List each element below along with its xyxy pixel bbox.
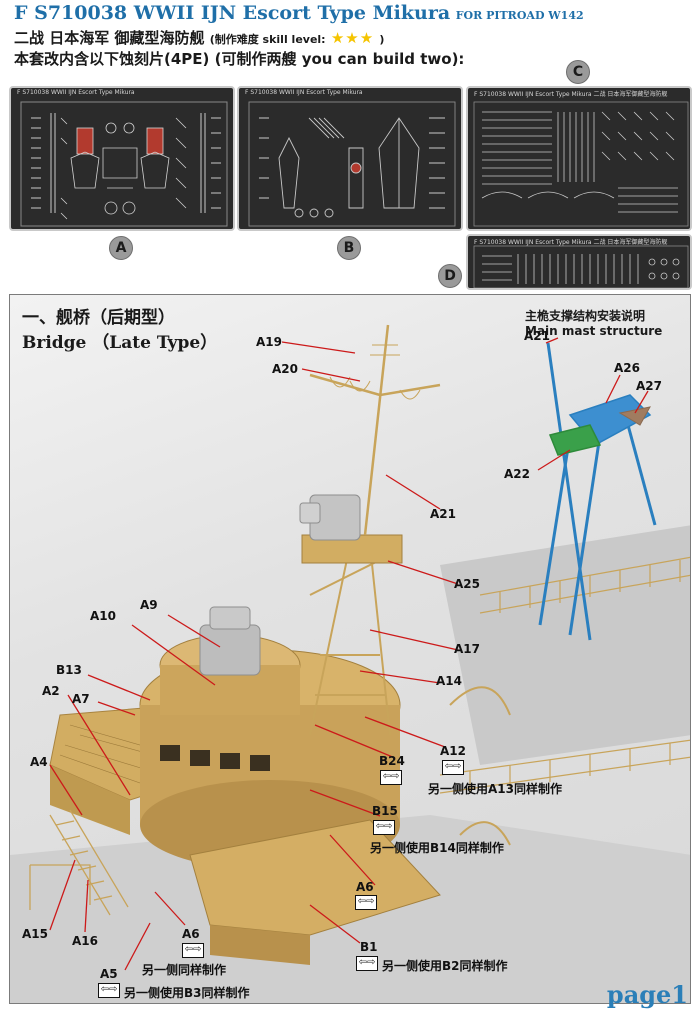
callout-a15: A15	[22, 927, 48, 941]
sheet-c-badge: C	[566, 60, 590, 84]
flip-arrow-icon: ⇦⇨	[373, 820, 395, 835]
callout-a12: A12	[440, 744, 466, 758]
sheet-a-caption: F S710038 WWII IJN Escort Type Mikura	[17, 89, 135, 96]
note-a5: 另一侧使用B3同样制作	[124, 986, 250, 1000]
callout-a5: A5	[100, 967, 118, 981]
flip-arrow-icon: ⇦⇨	[442, 760, 464, 775]
flip-arrow-icon: ⇦⇨	[356, 956, 378, 971]
flip-arrow-icon: ⇦⇨	[182, 943, 204, 958]
difficulty-label: (制作难度 skill level:	[209, 33, 326, 46]
callout-b15: B15	[372, 804, 398, 818]
sheet-b-parts	[248, 101, 456, 227]
pe-sheet-c: F S710038 WWII IJN Escort Type Mikura 二战…	[466, 86, 692, 231]
section-title-cn: 一、舰桥（后期型）	[22, 308, 175, 328]
callout-a19: A19	[256, 335, 282, 349]
callout-b1: B1	[360, 940, 378, 954]
note-a6: 另一侧同样制作	[142, 963, 227, 977]
callout-a20: A20	[272, 362, 298, 376]
callout-a6-right: A6	[356, 880, 374, 894]
section-title-en: Bridge （Late Type）	[22, 333, 218, 353]
bridge-photo-illustration	[10, 324, 690, 1003]
difficulty-stars: ★★★	[330, 29, 375, 47]
pe-sheet-b: F S710038 WWII IJN Escort Type Mikura	[237, 86, 463, 231]
callout-a4: A4	[30, 755, 48, 769]
page-number: page1	[606, 980, 688, 1009]
difficulty-close: )	[379, 33, 385, 46]
bridge-photo-panel: 一、舰桥（后期型） Bridge （Late Type） 主桅支撑结构安装说明 …	[9, 294, 691, 1004]
sheet-d-badge: D	[438, 264, 462, 288]
callout-a2: A2	[42, 684, 60, 698]
mast-label-a21: A21	[524, 329, 550, 343]
callout-a21: A21	[430, 507, 456, 521]
flip-arrow-icon: ⇦⇨	[355, 895, 377, 910]
callout-a17: A17	[454, 642, 480, 656]
chinese-title-line: 二战 日本海军 御藏型海防舰 (制作难度 skill level: ★★★ )	[14, 27, 384, 48]
note-b1: 另一侧使用B2同样制作	[382, 959, 508, 973]
flip-arrow-icon: ⇦⇨	[98, 983, 120, 998]
sheet-b-caption: F S710038 WWII IJN Escort Type Mikura	[245, 89, 363, 96]
mast-diagram	[538, 342, 657, 641]
sheet-a-parts	[20, 101, 228, 227]
callout-a25: A25	[454, 577, 480, 591]
mast-structure-title: 主桅支撑结构安装说明 Main mast structure	[525, 307, 662, 338]
mast-label-a26: A26	[614, 361, 640, 375]
callout-a14: A14	[436, 674, 462, 688]
callout-a10: A10	[90, 609, 116, 623]
cn-title: 二战 日本海军 御藏型海防舰	[14, 29, 205, 47]
callout-b13: B13	[56, 663, 82, 677]
title-sub: FOR PITROAD W142	[455, 9, 584, 22]
callout-a7: A7	[72, 692, 90, 706]
note-b15: 另一侧使用B14同样制作	[370, 841, 504, 855]
callout-b24: B24	[379, 754, 405, 768]
sheet-d-caption: F S710038 WWII IJN Escort Type Mikura 二战…	[474, 239, 668, 246]
mast-title-cn: 主桅支撑结构安装说明	[525, 309, 646, 323]
callout-a6-left: A6	[182, 927, 200, 941]
mast-label-a27: A27	[636, 379, 662, 393]
sheet-c-parts	[473, 101, 689, 227]
mast-title-en: Main mast structure	[525, 324, 663, 338]
callout-a16: A16	[72, 934, 98, 948]
flip-arrow-icon: ⇦⇨	[380, 770, 402, 785]
title-main: F S710038 WWII IJN Escort Type Mikura	[14, 2, 451, 24]
note-a12: 另一侧使用A13同样制作	[428, 782, 562, 796]
product-title: F S710038 WWII IJN Escort Type Mikura FO…	[14, 2, 584, 24]
pe-sheet-a: F S710038 WWII IJN Escort Type Mikura	[9, 86, 235, 231]
sheet-b-badge: B	[337, 236, 361, 260]
sheet-a-badge: A	[109, 236, 133, 260]
pe-sheet-d: F S710038 WWII IJN Escort Type Mikura 二战…	[466, 234, 692, 290]
contents-line: 本套改内含以下蚀刻片(4PE) (可制作两艘 you can build two…	[14, 50, 465, 68]
sheet-d-parts	[473, 245, 689, 288]
sheet-c-caption: F S710038 WWII IJN Escort Type Mikura 二战…	[474, 91, 668, 98]
mast-label-a22: A22	[504, 467, 530, 481]
callout-a9: A9	[140, 598, 158, 612]
